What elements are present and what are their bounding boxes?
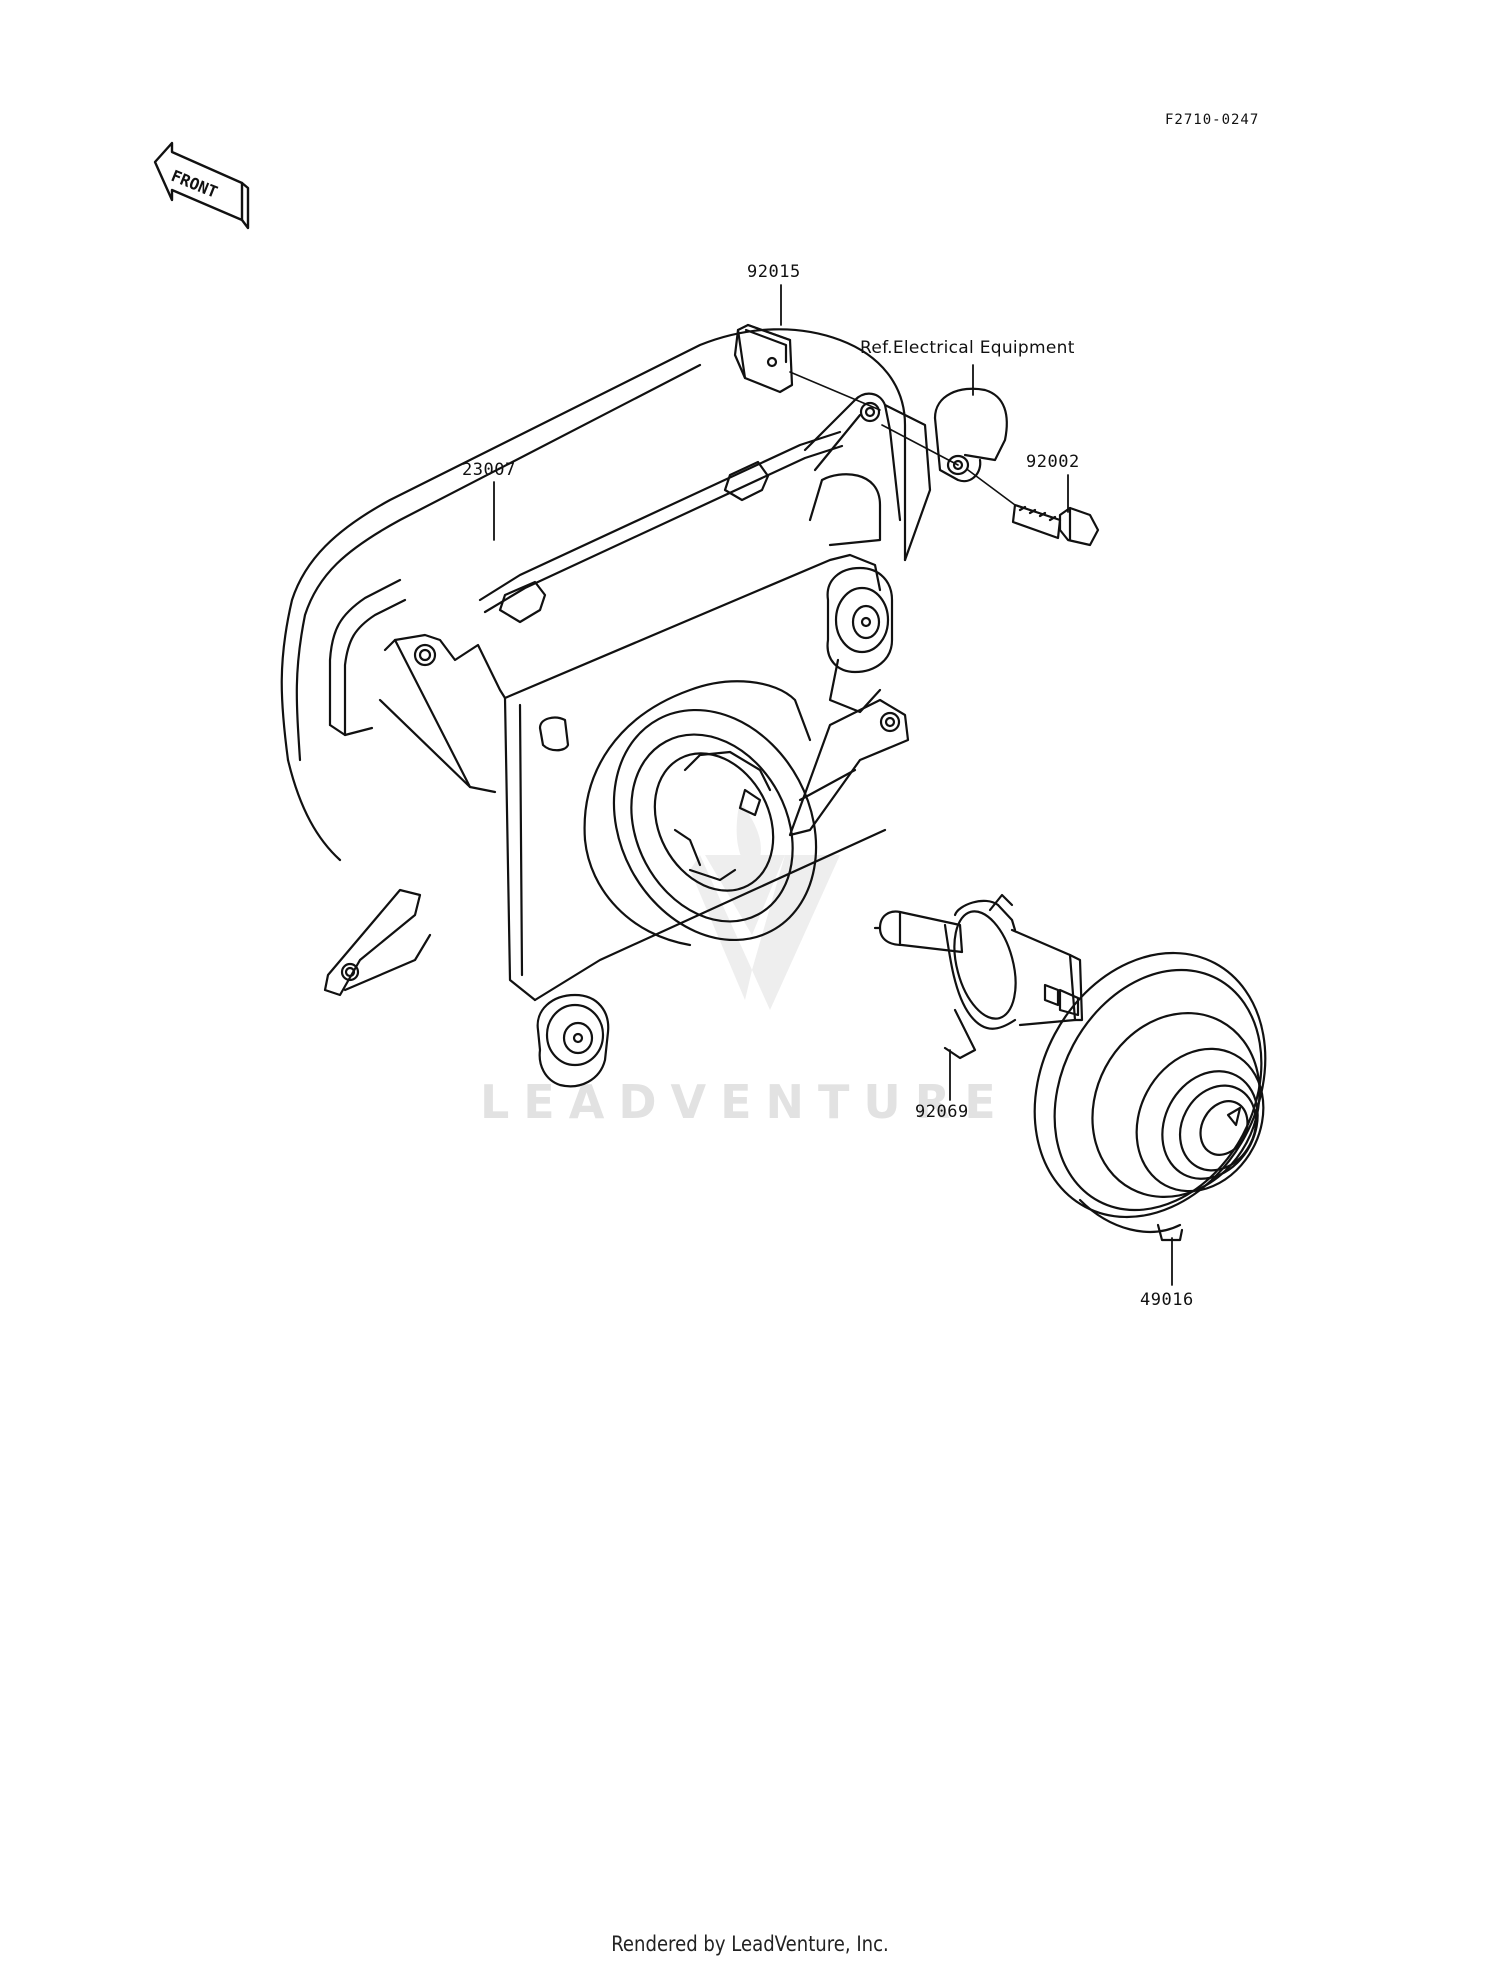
assembly-lines	[789, 371, 1016, 506]
bolt-icon	[1011, 503, 1100, 547]
footer-text: Rendered by LeadVenture, Inc.	[611, 1932, 889, 1956]
part-label-23007: 23007	[462, 460, 516, 480]
clip-nut-icon	[733, 323, 794, 394]
leader-lines	[493, 284, 1173, 1286]
watermark-text: LEADVENTURE	[480, 1075, 1010, 1129]
front-arrow-label: FRONT	[169, 166, 221, 202]
part-label-92002: 92002	[1026, 452, 1080, 472]
dust-cover-icon	[1033, 951, 1267, 1242]
headlight-housing-icon	[280, 328, 932, 1088]
bulb-icon	[873, 893, 1084, 1060]
diagram-id: F2710-0247	[1165, 112, 1260, 128]
wire-clamp-icon	[933, 387, 1008, 483]
reference-note: Ref.Electrical Equipment	[860, 338, 1075, 358]
front-arrow-icon: FRONT	[153, 141, 250, 230]
part-label-92015: 92015	[747, 262, 801, 282]
part-label-92069: 92069	[915, 1102, 969, 1122]
part-label-49016: 49016	[1140, 1290, 1194, 1310]
